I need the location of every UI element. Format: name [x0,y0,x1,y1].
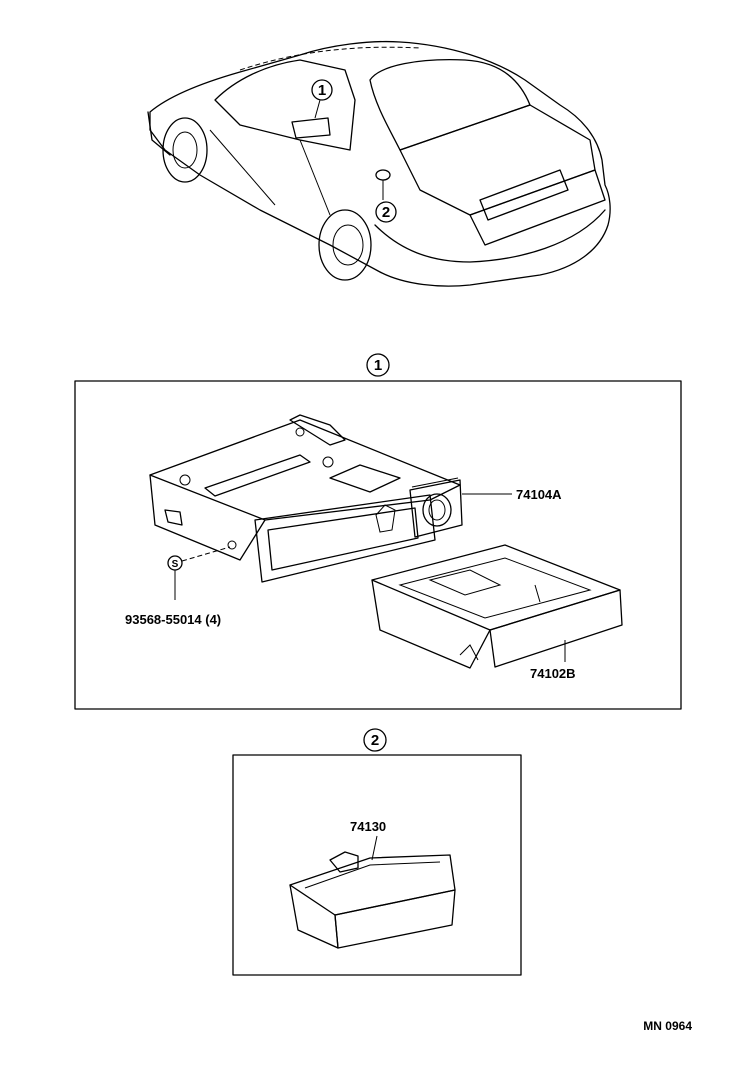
label-74102B: 74102B [530,666,576,681]
drawer-side [371,579,491,669]
panel-two-number: 2 [371,732,379,749]
panel-one-frame [74,380,682,710]
hidden-roofline [239,46,421,71]
panel-one-header: 1 [366,353,390,377]
leader-ref-one [314,99,321,119]
front-wheel-hub [172,131,198,169]
rear-ashtray-top [289,854,456,916]
housing-latch [329,464,401,493]
rear-panel [469,169,606,246]
rear-ashtray-front [334,889,456,949]
screw-leader [181,546,231,562]
housing-side [149,474,266,561]
car-illustration: 1 2 [147,40,611,287]
housing-tab [289,414,346,446]
front-wheel [162,117,208,183]
panel-two-number-circle [363,728,387,752]
side-window [214,59,356,151]
housing-clip [375,504,396,533]
housing-side-cut [164,509,183,526]
callout-ref-two: 2 [382,204,390,221]
lighter-socket [422,493,452,527]
ashtray-drawer-74102B [371,544,623,669]
drawer-inner [398,557,592,619]
rear-wheel [318,209,372,281]
screw-symbol: S [172,559,179,570]
drawer-front [489,589,623,668]
housing-opening [267,507,419,571]
panel-one-number: 1 [374,357,382,374]
rear-ashtray-74130 [289,851,456,949]
diagram-code: MN 0964 [643,1019,692,1033]
door-line [209,129,276,206]
lighter-socket-block [409,479,463,538]
panel-two-header: 2 [363,728,387,752]
rear-ashtray-clip [329,851,359,873]
rear-window [369,59,531,151]
lighter-socket-inner [428,499,446,521]
housing-hole [179,474,191,486]
rear-ashtray-edge [304,861,441,889]
door-line-rear [299,139,331,216]
car-body [149,40,611,287]
socket-rib [411,477,459,488]
label-93568-55014: 93568-55014 (4) [125,612,221,627]
housing-hole [295,427,305,437]
housing-side-hole [227,540,237,550]
trunk-lid [399,104,596,216]
front-ashtray-location [291,117,331,139]
rear-bumper [374,209,606,263]
drawer-partition [428,569,502,596]
ashtray-housing-74104A [149,414,463,583]
leader-74130 [371,835,378,861]
housing-hole [322,456,334,468]
housing-slot [204,454,311,497]
rear-wheel-hub [332,224,364,266]
front-bumper [147,111,171,156]
panel-one-number-circle [366,353,390,377]
housing-front [254,494,436,583]
label-74104A: 74104A [516,487,562,502]
housing-top-plate [149,419,461,521]
rear-ashtray-location [375,169,391,181]
callout-circle-one [311,79,333,101]
drawer-tab [459,644,479,661]
drawer-post [534,584,541,603]
callout-circle-two [375,201,397,223]
panel-two-frame [232,754,522,976]
rear-ashtray-side [289,884,339,949]
label-74130: 74130 [350,819,386,834]
screw-93568-55014: S [167,546,231,600]
tail-lamp [479,169,569,221]
callout-ref-one: 1 [318,82,326,99]
